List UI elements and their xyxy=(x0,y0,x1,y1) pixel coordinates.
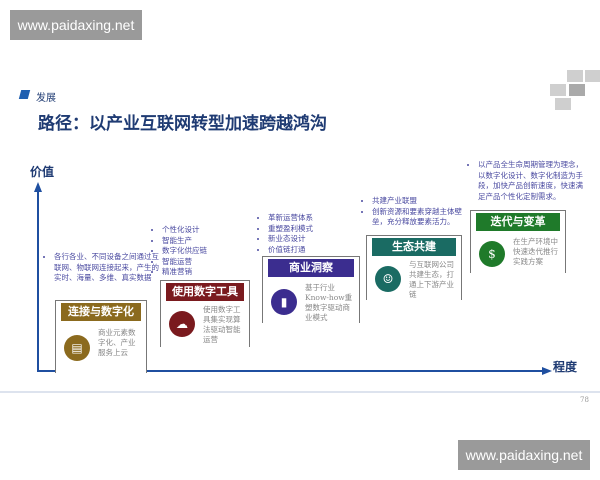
stage-desc: 基于行业Know-how重塑数字驱动商业模式 xyxy=(305,283,353,322)
stage-title: 迭代与变革 xyxy=(476,213,560,231)
watermark-bottom: www.paidaxing.net xyxy=(458,440,590,470)
cloud-icon: ☁ xyxy=(169,311,195,337)
monitor-chart-icon: ▤ xyxy=(64,335,90,361)
stage-card-4: 生态共建 ☺ 与互联网公司共建生态，打通上下游产业链 xyxy=(366,235,462,300)
money-bag-icon: $ xyxy=(479,241,505,267)
logo xyxy=(545,70,600,115)
stage-card-2: 使用数字工具 ☁ 使用数字工具集实现算法驱动智能运营 xyxy=(160,280,250,347)
y-axis-label: 价值 xyxy=(30,165,55,179)
brain-head-icon: ☺ xyxy=(375,266,401,292)
stage-card-5: 迭代与变革 $ 在生产环境中快速迭代推行实践方案 xyxy=(470,210,566,273)
stage-desc: 使用数字工具集实现算法驱动智能运营 xyxy=(203,305,241,344)
stage-3-bullets: 革新运营体系重塑盈利模式新业态设计价值链打通 xyxy=(256,213,348,255)
stage-desc: 与互联网公司共建生态，打通上下游产业链 xyxy=(409,260,454,299)
stage-4-bullets: 共建产业联盟创新资源和要素穿越主体壁垒，充分释放要素活力。 xyxy=(360,196,464,228)
stage-card-3: 商业洞察 ▮ 基于行业Know-how重塑数字驱动商业模式 xyxy=(262,256,360,323)
stage-2-bullets: 个性化设计智能生产数字化供应链智能运营精准营销 xyxy=(150,225,252,278)
stage-desc: 商业元素数字化、产业服务上云 xyxy=(98,328,136,357)
stage-title: 生态共建 xyxy=(372,238,456,256)
page-number: 78 xyxy=(580,396,589,404)
stage-1-bullets: 各行各业、不同设备之间通过互联网、物联网连接起来，产生的实时、海量、多维、真实数… xyxy=(42,252,162,284)
stage-desc: 在生产环境中快速迭代推行实践方案 xyxy=(513,237,558,266)
stage-title: 使用数字工具 xyxy=(166,283,244,301)
stage-5-bullets: 以产品全生命周期管理为理念，以数字化设计、数字化制造为手段，加快产品创新速度，快… xyxy=(466,160,584,202)
stage-card-1: 连接与数字化 ▤ 商业元素数字化、产业服务上云 xyxy=(55,300,147,373)
stage-title: 连接与数字化 xyxy=(61,303,141,321)
page-title: 路径：以产业互联网转型加速跨越鸿沟 xyxy=(38,114,327,134)
bar-chart-icon: ▮ xyxy=(271,289,297,315)
stage-title: 商业洞察 xyxy=(268,259,354,277)
section-label: 发展 xyxy=(36,93,56,104)
x-axis-label: 程度 xyxy=(553,360,578,374)
watermark-top: www.paidaxing.net xyxy=(10,10,142,40)
